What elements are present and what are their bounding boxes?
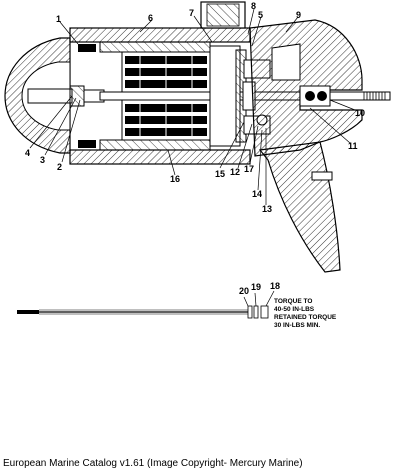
callout-9: 9 bbox=[296, 10, 301, 20]
callout-18: 18 bbox=[270, 281, 280, 291]
torque-note-line-2: 40-50 IN-LBS bbox=[274, 306, 315, 313]
callout-11: 11 bbox=[348, 141, 358, 151]
callout-20: 20 bbox=[239, 286, 249, 296]
callout-4: 4 bbox=[25, 148, 30, 158]
callout-8: 8 bbox=[251, 1, 256, 11]
cable-fitting bbox=[200, 1, 246, 29]
nose-cone bbox=[4, 37, 73, 154]
image-caption: European Marine Catalog v1.61 (Image Cop… bbox=[3, 458, 303, 469]
callout-16: 16 bbox=[170, 174, 180, 184]
callout-12: 12 bbox=[230, 167, 240, 177]
callout-7: 7 bbox=[189, 8, 194, 18]
lower-unit-housing bbox=[249, 19, 363, 273]
leader-lines bbox=[29, 8, 356, 205]
torque-note: TORQUE TO 40-50 IN-LBS RETAINED TORQUE 3… bbox=[274, 298, 337, 329]
callout-5: 5 bbox=[258, 10, 263, 20]
callout-13: 13 bbox=[262, 204, 272, 214]
callout-6: 6 bbox=[148, 13, 153, 23]
callout-3: 3 bbox=[40, 155, 45, 165]
through-bolt-detail bbox=[17, 290, 275, 319]
callout-17: 17 bbox=[244, 164, 254, 174]
callout-14: 14 bbox=[252, 189, 262, 199]
torque-note-line-3: RETAINED TORQUE bbox=[274, 314, 337, 321]
callout-labels: 1 6 7 8 5 9 10 11 4 3 2 15 12 17 14 13 1… bbox=[25, 1, 365, 296]
callout-15: 15 bbox=[215, 169, 225, 179]
torque-note-line-4: 30 IN-LBS MIN. bbox=[274, 322, 320, 329]
torque-note-line-1: TORQUE TO bbox=[274, 298, 312, 305]
left-bearing-assembly bbox=[69, 44, 105, 148]
callout-1: 1 bbox=[56, 14, 61, 24]
callout-19: 19 bbox=[251, 282, 261, 292]
shaft-seal bbox=[299, 85, 331, 107]
callout-10: 10 bbox=[355, 108, 365, 118]
callout-2: 2 bbox=[57, 162, 62, 172]
